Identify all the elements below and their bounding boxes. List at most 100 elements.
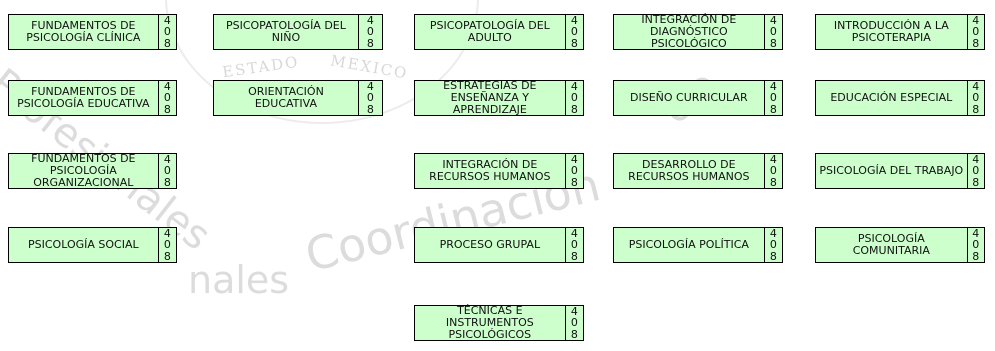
course-name: PSICOLOGÍA SOCIAL [9, 228, 159, 262]
credit-digit: 8 [972, 102, 980, 116]
credit-digit: 4 [972, 152, 980, 166]
credit-digit: 4 [972, 79, 980, 93]
credit-digit: 8 [570, 249, 578, 263]
credit-digit: 8 [769, 36, 777, 50]
course-name: PSICOLOGÍA COMUNITARIA [816, 228, 968, 262]
credit-digit: 8 [972, 249, 980, 263]
credit-digit: 8 [570, 175, 578, 189]
credit-digit: 0 [570, 164, 578, 178]
credit-digit: 8 [163, 175, 171, 189]
credit-digit: 0 [163, 25, 171, 39]
course-name: ORIENTACIÓN EDUCATIVA [214, 81, 359, 115]
credit-digit: 4 [769, 226, 777, 240]
course-name: DISEÑO CURRICULAR [614, 81, 765, 115]
credit-digit: 0 [163, 238, 171, 252]
credit-digit: 8 [769, 102, 777, 116]
credit-digit: 0 [570, 238, 578, 252]
credit-digit: 4 [570, 13, 578, 27]
credit-digit: 8 [972, 36, 980, 50]
course-name: INTEGRACIÓN DE RECURSOS HUMANOS [415, 154, 566, 188]
credit-digit: 8 [570, 102, 578, 116]
course-name: DESARROLLO DE RECURSOS HUMANOS [614, 154, 765, 188]
credit-digit: 8 [366, 102, 374, 116]
course-name: PROCESO GRUPAL [415, 228, 566, 262]
credit-digit: 0 [366, 25, 374, 39]
credit-digit: 0 [769, 25, 777, 39]
credit-digit: 4 [769, 13, 777, 27]
watermark-text-nales: nales [188, 258, 290, 302]
course-name: PSICOLOGÍA POLÍTICA [614, 228, 765, 262]
credit-digit: 8 [366, 36, 374, 50]
course-card: FUNDAMENTOS DE PSICOLOGÍA ORGANIZACIONAL… [8, 153, 177, 189]
seal-band-left: ESTADO [221, 52, 301, 82]
credit-digit: 8 [163, 102, 171, 116]
course-name: PSICOPATOLOGÍA DEL ADULTO [415, 15, 566, 49]
credit-digit: 4 [163, 13, 171, 27]
credit-digit: 4 [366, 79, 374, 93]
credit-digit: 8 [972, 175, 980, 189]
seal-band-right: MEXICO [329, 51, 410, 83]
course-name: INTEGRACIÓN DE DIAGNÓSTICO PSICOLÓGICO [614, 14, 765, 50]
credit-digit: 8 [769, 249, 777, 263]
credit-digit: 0 [972, 25, 980, 39]
credit-digit: 0 [972, 91, 980, 105]
credit-digit: 4 [163, 79, 171, 93]
credit-digit: 0 [570, 25, 578, 39]
credit-digit: 4 [366, 13, 374, 27]
credit-digit: 0 [972, 164, 980, 178]
credit-digit: 4 [570, 152, 578, 166]
credit-digit: 0 [163, 91, 171, 105]
credit-digit: 0 [769, 238, 777, 252]
course-name: PSICOPATOLOGÍA DEL NIÑO [214, 15, 359, 49]
credit-digit: 4 [163, 152, 171, 166]
credit-digit: 4 [769, 152, 777, 166]
course-name: TÉCNICAS E INSTRUMENTOS PSICOLÓGICOS [415, 305, 566, 341]
course-name: PSICOLOGÍA DEL TRABAJO [816, 154, 968, 188]
credit-digit: 4 [163, 226, 171, 240]
credit-digit: 0 [769, 164, 777, 178]
credit-digit: 4 [570, 79, 578, 93]
credit-digit: 0 [570, 316, 578, 330]
credit-digit: 8 [163, 36, 171, 50]
credit-digit: 4 [972, 226, 980, 240]
credit-digit: 0 [769, 91, 777, 105]
credit-digit: 8 [769, 175, 777, 189]
course-name: FUNDAMENTOS DE PSICOLOGÍA EDUCATIVA [9, 81, 159, 115]
credit-digit: 0 [972, 238, 980, 252]
credit-digit: 4 [570, 304, 578, 318]
credit-digit: 8 [570, 327, 578, 341]
credit-digit: 0 [366, 91, 374, 105]
course-name: FUNDAMENTOS DE PSICOLOGÍA ORGANIZACIONAL [9, 153, 159, 189]
